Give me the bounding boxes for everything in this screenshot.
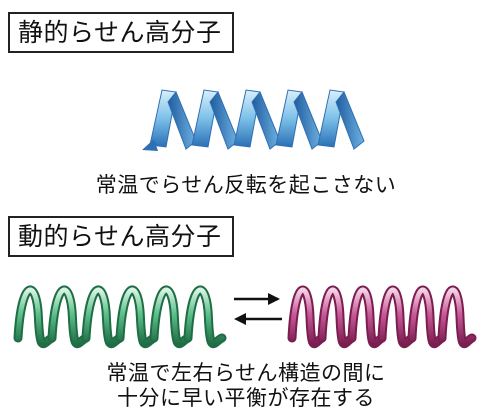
helix-coil-highlight [15,287,55,347]
helix-coil-highlight [83,287,123,347]
left-arrow-icon [234,313,282,325]
helix-coil-highlight [319,287,355,347]
ribbon-segment [209,91,239,150]
ribbon-end [142,139,158,151]
helix-coil-highlight [289,287,325,347]
ribbon-segment [293,91,323,150]
dynamic-helix-title: 動的らせん高分子 [8,216,234,257]
static-caption: 常温でらせん反転を起こさない [95,173,397,197]
right-arrow-icon [234,293,280,305]
helix-coil-highlight [117,287,157,347]
helix-coil-highlight [409,287,445,347]
dynamic-caption-line1: 常温で左右らせん構造の間に [106,361,386,385]
helix-coil-highlight [185,287,225,347]
right-handed-helix [287,285,477,349]
equilibrium-arrows [234,293,282,325]
left-handed-helix [13,285,227,349]
static-helix-title: 静的らせん高分子 [8,12,234,53]
helix-coil-highlight [151,287,191,347]
helix-coil-highlight [439,287,475,347]
helix-coil-highlight [49,287,89,347]
helix-coil-highlight [379,287,415,347]
static-helix-ribbon [142,89,365,151]
ribbon-segment [251,91,281,150]
helix-coil-highlight [349,287,385,347]
dynamic-caption-line2: 十分に早い平衡が存在する [117,386,375,410]
ribbon-segment [335,91,365,150]
ribbon-segment [167,91,197,150]
